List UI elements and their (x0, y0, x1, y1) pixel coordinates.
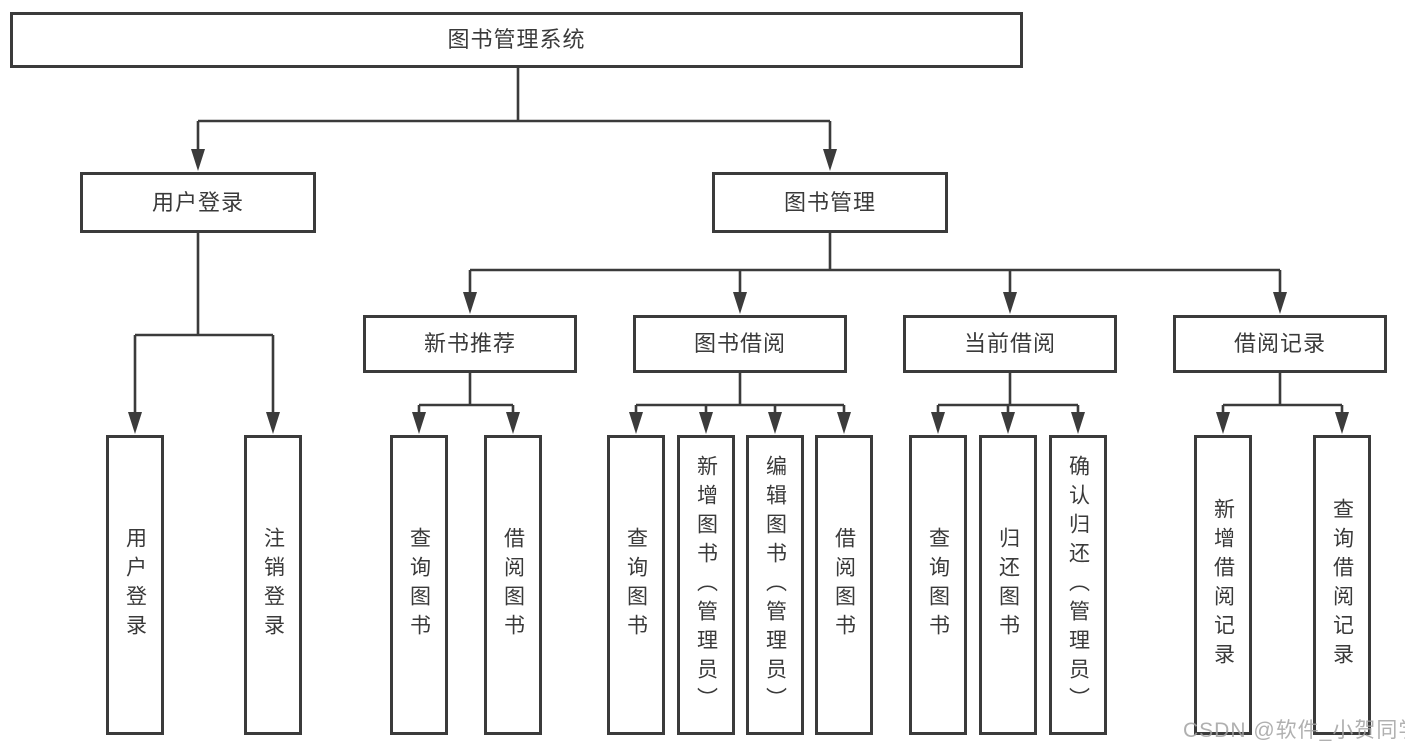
watermark: CSDN @软件_小贺同学 (1183, 719, 1405, 742)
leaf-label: 借阅图书 (501, 527, 525, 643)
node-book-management: 图书管理 (712, 172, 948, 233)
node-current-borrow: 当前借阅 (903, 315, 1117, 373)
leaf-label: 归还图书 (996, 527, 1020, 643)
leaf-label: 查询图书 (926, 527, 950, 643)
node-leaf-borrow-books-2: 借阅图书 (815, 435, 873, 735)
node-leaf-add-book-admin: 新增图书（管理员） (677, 435, 735, 735)
node-leaf-user-login: 用户登录 (106, 435, 164, 735)
leaf-label: 借阅图书 (832, 527, 856, 643)
connector-book-management-children (468, 233, 1282, 295)
node-leaf-query-borrow-record: 查询借阅记录 (1313, 435, 1371, 735)
node-leaf-borrow-books-1: 借阅图书 (484, 435, 542, 735)
leaf-label: 新增图书（管理员） (694, 454, 718, 716)
node-leaf-query-books-3: 查询图书 (909, 435, 967, 735)
leaf-label: 查询图书 (624, 527, 648, 643)
node-book-borrow: 图书借阅 (633, 315, 847, 373)
leaf-label: 查询图书 (407, 527, 431, 643)
leaf-label: 用户登录 (123, 527, 147, 643)
leaf-label: 查询借阅记录 (1330, 498, 1354, 672)
leaf-label: 注销登录 (261, 527, 285, 643)
connector-book-borrow-children (634, 373, 846, 415)
leaf-label: 确认归还（管理员） (1066, 454, 1090, 716)
node-leaf-logout: 注销登录 (244, 435, 302, 735)
node-library-management-system: 图书管理系统 (10, 12, 1023, 68)
node-user-login: 用户登录 (80, 172, 316, 233)
connector-root-to-level2 (196, 68, 832, 152)
leaf-label: 编辑图书（管理员） (763, 454, 787, 716)
node-leaf-query-books-2: 查询图书 (607, 435, 665, 735)
node-borrow-records: 借阅记录 (1173, 315, 1387, 373)
node-leaf-return-book: 归还图书 (979, 435, 1037, 735)
node-leaf-confirm-return-admin: 确认归还（管理员） (1049, 435, 1107, 735)
connector-new-book-children (417, 373, 515, 415)
leaf-label: 新增借阅记录 (1211, 498, 1235, 672)
connector-borrow-records-children (1221, 373, 1344, 415)
node-leaf-query-books-1: 查询图书 (390, 435, 448, 735)
node-leaf-edit-book-admin: 编辑图书（管理员） (746, 435, 804, 735)
node-leaf-add-borrow-record: 新增借阅记录 (1194, 435, 1252, 735)
node-new-book-recommend: 新书推荐 (363, 315, 577, 373)
connector-user-login-children (133, 233, 275, 415)
connector-current-borrow-children (936, 373, 1080, 415)
